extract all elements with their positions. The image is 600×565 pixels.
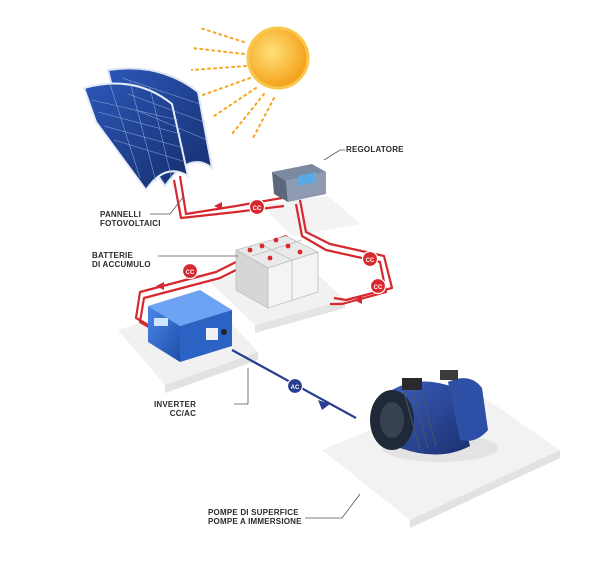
arrow-icon [354, 296, 362, 304]
cc-badge-text: CC [374, 285, 383, 291]
platform-regolatore [262, 196, 360, 236]
platform-inverter-side [165, 352, 258, 393]
ac-badge: AC [286, 377, 304, 395]
ac-badge-text: AC [291, 385, 300, 391]
arrow-icon [156, 282, 164, 290]
sun [191, 26, 310, 141]
solar-panel-front [82, 82, 190, 192]
arrow-icon [214, 202, 222, 210]
cable-batteria-inverter-2 [138, 267, 241, 331]
leader-lines [150, 149, 361, 519]
batteries [234, 235, 320, 309]
cable-regolatore-batteria [298, 199, 394, 302]
inverter-socket [206, 328, 218, 340]
arrow-icon [318, 400, 330, 410]
pump-head [448, 378, 488, 441]
pump-body [392, 381, 470, 455]
cc-badge: CC [181, 262, 199, 280]
platform-batterie-side [255, 300, 345, 333]
cable-regolatore-batteria-2 [294, 203, 388, 306]
label-inverter: INVERTER CC/AC [154, 400, 197, 418]
inverter-knob [221, 329, 227, 335]
cc-badge-text: CC [366, 258, 375, 264]
cc-badge: CC [369, 277, 387, 295]
solar-panels [82, 67, 214, 192]
sun-icon [246, 26, 310, 90]
platform-pump-side [410, 450, 560, 528]
pump [370, 370, 498, 462]
inverter-device [148, 290, 232, 362]
cc-badge: CC [248, 198, 266, 216]
cc-badge: CC [361, 250, 379, 268]
inverter-display [154, 318, 168, 326]
label-pannelli: PANNELLI FOTOVOLTAICI [100, 210, 161, 228]
label-regolatore: REGOLATORE [346, 145, 404, 154]
sun-rays [191, 27, 275, 141]
cc-badge-text: CC [253, 206, 262, 212]
regolatore-screen [298, 172, 316, 186]
regolatore-device [272, 164, 326, 202]
label-pompe: POMPE DI SUPERFICE POMPE A IMMERSIONE [208, 508, 302, 526]
label-batterie: BATTERIE DI ACCUMULO [92, 251, 151, 269]
cc-badge-text: CC [186, 270, 195, 276]
